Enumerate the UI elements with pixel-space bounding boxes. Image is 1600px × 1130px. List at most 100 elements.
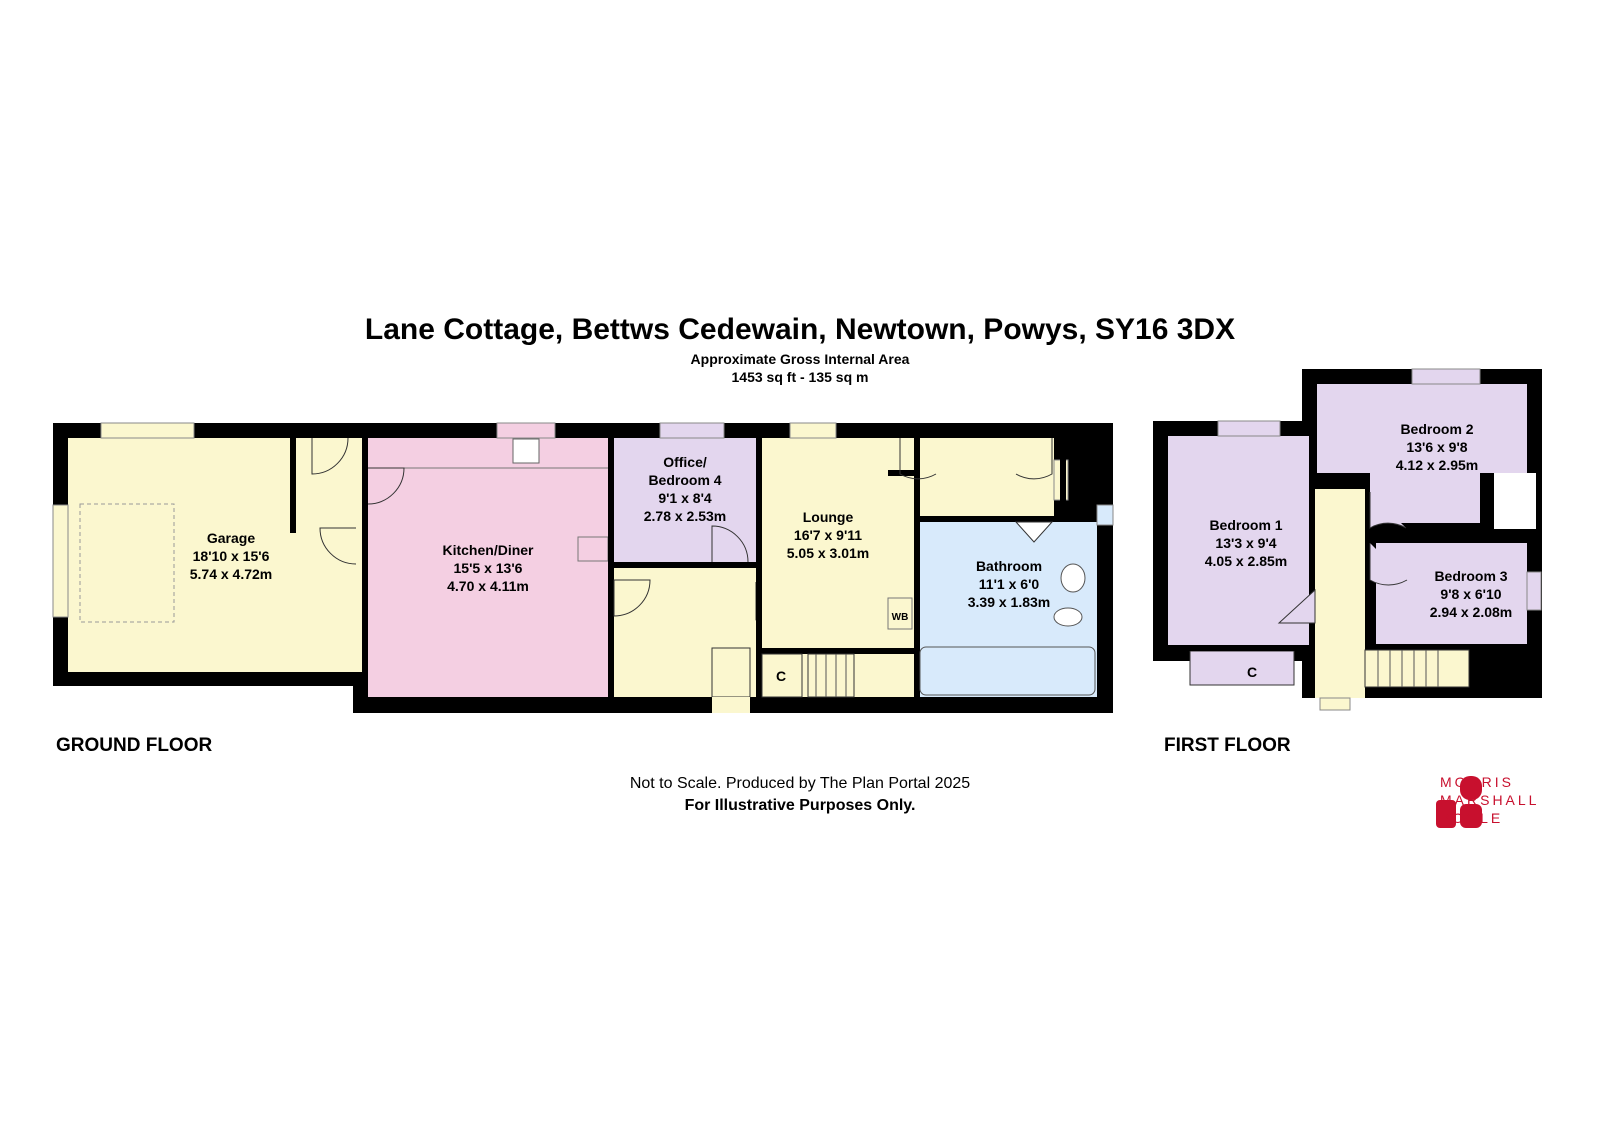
footer-illustrative: For Illustrative Purposes Only. [684, 797, 916, 814]
ground-cupboard-label: C [776, 668, 786, 684]
garage-door-swing [311, 437, 349, 475]
garage-room [68, 438, 296, 672]
agent-logo-text: MORRIS MARSHALL POOLE [1440, 773, 1539, 827]
bathroom-imperial: 11'1 x 6'0 [979, 576, 1040, 592]
hall-door-swing [613, 579, 651, 617]
first-floor-plan [1153, 368, 1542, 711]
garage-inspection-pit [79, 503, 175, 623]
first-stair-treads [1377, 650, 1439, 687]
first-stairs [1364, 649, 1470, 688]
ground-stair-treads [815, 654, 847, 697]
office-name2: Bedroom 4 [648, 472, 721, 488]
kitchen-metric: 4.70 x 4.11m [447, 578, 529, 594]
landing [1315, 489, 1365, 698]
office-lounge-wall [756, 438, 762, 648]
bed3-door [1369, 543, 1408, 586]
kitchen-name: Kitchen/Diner [442, 542, 534, 558]
bath-window [1096, 504, 1114, 526]
lounge-window [789, 422, 837, 439]
bed3-north-wall [1370, 537, 1527, 543]
bedroom1-room [1168, 436, 1309, 645]
bed1-metric: 4.05 x 2.85m [1205, 553, 1288, 569]
bath-basin [1060, 563, 1086, 593]
front-entrance [711, 647, 751, 698]
bathroom-name: Bathroom [976, 558, 1042, 574]
office-window [659, 422, 725, 439]
lounge-metric: 5.05 x 3.01m [787, 545, 870, 561]
bathroom-metric: 3.39 x 1.83m [968, 594, 1051, 610]
porch-door-swing [899, 438, 937, 480]
bed3-metric: 2.94 x 2.08m [1430, 604, 1513, 620]
kitchen-unit [577, 536, 609, 562]
wb-label: WB [892, 612, 909, 623]
bed1-name: Bedroom 1 [1209, 517, 1282, 533]
ground-floor-label: GROUND FLOOR [56, 735, 213, 756]
bed2-metric: 4.12 x 2.95m [1396, 457, 1479, 473]
bed2-imperial: 13'6 x 9'8 [1406, 439, 1467, 455]
ground-cupboard [761, 653, 803, 698]
bath-north-wall [920, 516, 1097, 522]
garage-imperial: 18'10 x 15'6 [193, 548, 270, 564]
kitchen-door-swing [367, 467, 405, 505]
kitchen-imperial: 15'5 x 13'6 [454, 560, 523, 576]
bed3-name: Bedroom 3 [1434, 568, 1507, 584]
garage-side-window [52, 504, 69, 618]
porch-step [888, 470, 920, 476]
bath-west-wall [914, 516, 920, 697]
bath-toilet [1053, 607, 1083, 627]
office-hall-wall [614, 562, 756, 568]
kitchen-window [496, 422, 556, 439]
first-cupboard-label: C [1247, 664, 1257, 680]
area-value: 1453 sq ft - 135 sq m [731, 369, 869, 385]
bed2-window [1411, 368, 1481, 385]
footer-disclaimer: Not to Scale. Produced by The Plan Porta… [629, 775, 971, 792]
bed1-imperial: 13'3 x 9'4 [1215, 535, 1276, 551]
bed1-lower-wall [1168, 645, 1309, 651]
garage-name: Garage [207, 530, 255, 546]
bed3-imperial: 9'8 x 6'10 [1440, 586, 1501, 602]
lounge-lower-wall [756, 648, 914, 654]
garage-window [100, 422, 195, 439]
porch-east-wall [1060, 438, 1066, 516]
logo-line-2: MARSHALL [1440, 792, 1540, 808]
plan-title: Lane Cottage, Bettws Cedewain, Newtown, … [364, 313, 1236, 346]
office-imperial: 9'1 x 8'4 [658, 490, 712, 506]
bed3-window [1526, 571, 1542, 611]
first-floor-label: FIRST FLOOR [1164, 735, 1291, 756]
room-labels: Garage 18'10 x 15'6 5.74 x 4.72m Kitchen/Di… [190, 421, 1513, 684]
bed1-door [1277, 588, 1316, 624]
area-heading: Approximate Gross Internal Area [690, 351, 910, 367]
back-door-swing [1015, 438, 1053, 480]
kitchen-sink [512, 438, 540, 464]
upper-notch [1494, 473, 1536, 529]
logo-line-1: MORRIS [1440, 774, 1514, 790]
bedroom2-room [1317, 384, 1527, 473]
bed2-name: Bedroom 2 [1400, 421, 1473, 437]
kitchen-room [368, 438, 608, 697]
logo-block-left [1436, 800, 1456, 828]
garage-metric: 5.74 x 4.72m [190, 566, 273, 582]
first-cupboard [1189, 650, 1295, 686]
office-door-swing [711, 525, 749, 563]
office-metric: 2.78 x 2.53m [644, 508, 727, 524]
area-summary: Approximate Gross Internal Area 1453 sq … [0, 350, 1600, 386]
garage-rear-door [319, 527, 357, 565]
office-name1: Office/ [663, 454, 707, 470]
bedroom3-room [1376, 543, 1527, 644]
logo-line-3: POOLE [1440, 810, 1504, 826]
front-door-opening [712, 697, 750, 713]
ground-floor-plan [52, 422, 1114, 713]
lounge-imperial: 16'7 x 9'11 [794, 527, 862, 543]
logo-block-top [1460, 776, 1482, 800]
kitchen-hall-wall [608, 438, 614, 697]
bed2-door [1369, 492, 1407, 529]
garage-partition [290, 438, 296, 533]
lounge-wb-unit [887, 597, 913, 630]
lounge-name: Lounge [803, 509, 854, 525]
lounge-rear-wall [914, 438, 920, 516]
bed1-window [1217, 420, 1281, 437]
landing-window [1319, 697, 1351, 711]
ground-stairs [807, 653, 855, 698]
logo-block-bottom [1460, 804, 1482, 828]
